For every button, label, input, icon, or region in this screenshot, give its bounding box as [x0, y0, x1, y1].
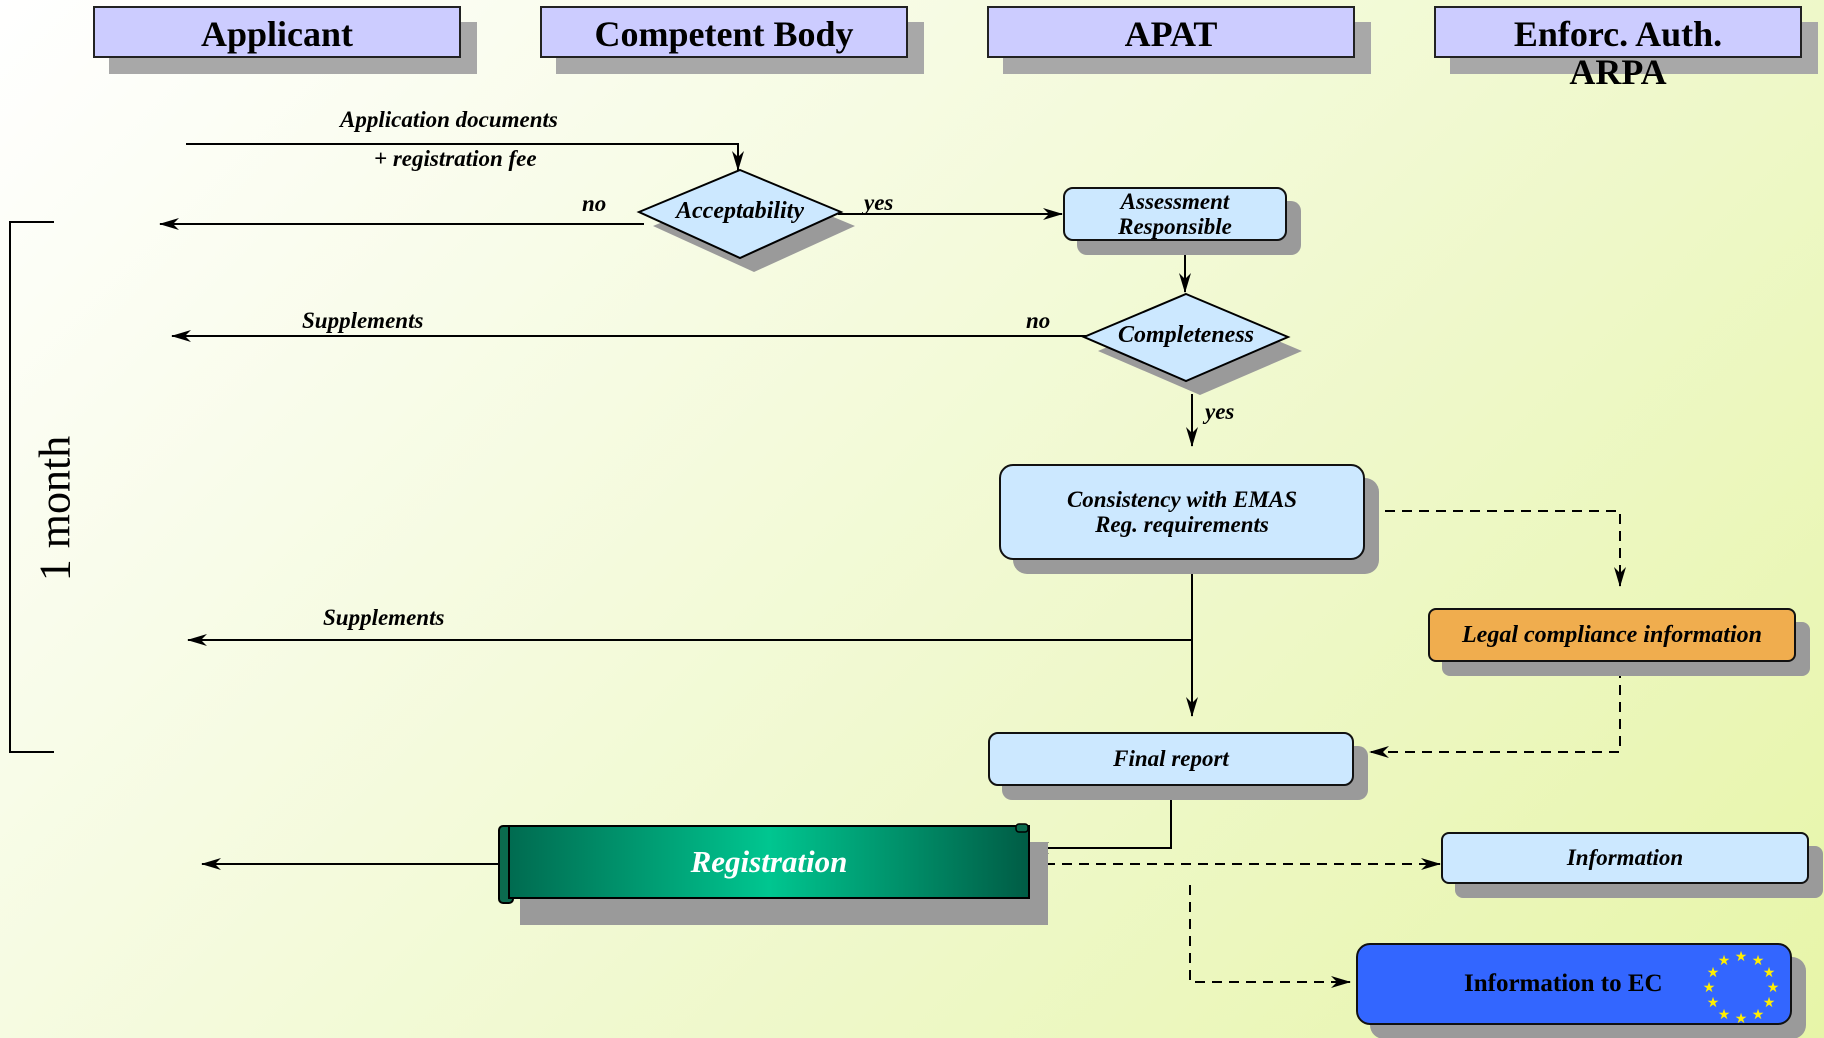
label-yes-acceptability: yes [864, 190, 894, 215]
arrow-legal-final [1369, 668, 1621, 758]
registration-banner [508, 825, 1030, 899]
acceptability-label: Acceptability [676, 198, 804, 224]
svg-text:★: ★ [1718, 953, 1731, 969]
acceptability-diamond [636, 168, 844, 260]
information-ec-box: Information to EC ★ ★ ★ ★ ★ ★ ★ ★ ★ ★ ★ … [1356, 943, 1792, 1027]
svg-text:★: ★ [1763, 995, 1776, 1011]
svg-text:★: ★ [1707, 995, 1720, 1011]
svg-text:★: ★ [1735, 949, 1748, 965]
legal-compliance-label: Legal compliance information [1462, 621, 1762, 648]
timeline-bracket [9, 221, 54, 753]
final-report-label: Final report [1113, 746, 1229, 772]
lane-applicant: Applicant [93, 6, 461, 58]
label-application-documents: Application documents [340, 107, 558, 132]
consistency-line1: Consistency with EMAS [1066, 486, 1298, 512]
lane-enforc-auth-sublabel: ARPA [1569, 52, 1667, 92]
information-ec-label: Information to EC [1464, 970, 1663, 998]
svg-text:★: ★ [1763, 965, 1776, 981]
label-no-acceptability: no [582, 191, 607, 216]
arrow-consistency-legal [1368, 510, 1626, 587]
arrow-information-ec [1189, 885, 1351, 988]
svg-text:★: ★ [1707, 965, 1720, 981]
lane-competent-body: Competent Body [540, 6, 908, 58]
lane-enforc-auth: Enforc. Auth. ARPA [1434, 6, 1802, 92]
timeline-label: 1 month [30, 435, 80, 582]
assessment-line2: Responsible [1118, 214, 1232, 239]
arrow-final-registration [1029, 784, 1172, 854]
lane-applicant-label: Applicant [200, 14, 354, 54]
svg-text:★: ★ [1703, 980, 1716, 996]
label-supplements-2: Supplements [323, 605, 445, 630]
label-supplements-1: Supplements [302, 308, 424, 333]
svg-text:★: ★ [1767, 980, 1780, 996]
lane-competent-body-label: Competent Body [594, 14, 854, 54]
completeness-label: Completeness [1118, 322, 1254, 348]
registration-label: Registration [690, 844, 848, 879]
svg-text:★: ★ [1718, 1007, 1731, 1023]
label-no-completeness: no [1026, 308, 1051, 333]
assessment-line1: Assessment [1120, 188, 1230, 214]
arrow-application [186, 143, 744, 171]
lane-apat-label: APAT [1124, 14, 1218, 54]
eu-stars-icon: ★ ★ ★ ★ ★ ★ ★ ★ ★ ★ ★ ★ [1703, 949, 1780, 1027]
label-registration-fee: + registration fee [374, 146, 537, 171]
consistency-line2: Reg. requirements [1095, 512, 1269, 537]
information-label: Information [1566, 845, 1684, 871]
lane-enforc-auth-label: Enforc. Auth. [1513, 14, 1723, 54]
legal-compliance-box: Legal compliance information [1428, 608, 1796, 662]
svg-text:★: ★ [1752, 1007, 1765, 1023]
registration-scroll-right [1015, 823, 1029, 833]
svg-text:★: ★ [1735, 1011, 1748, 1027]
lane-apat: APAT [987, 6, 1355, 58]
svg-text:★: ★ [1752, 953, 1765, 969]
information-box: Information [1441, 832, 1809, 884]
completeness-diamond [1081, 292, 1291, 383]
final-report-box: Final report [988, 732, 1354, 786]
label-yes-completeness: yes [1205, 399, 1235, 424]
